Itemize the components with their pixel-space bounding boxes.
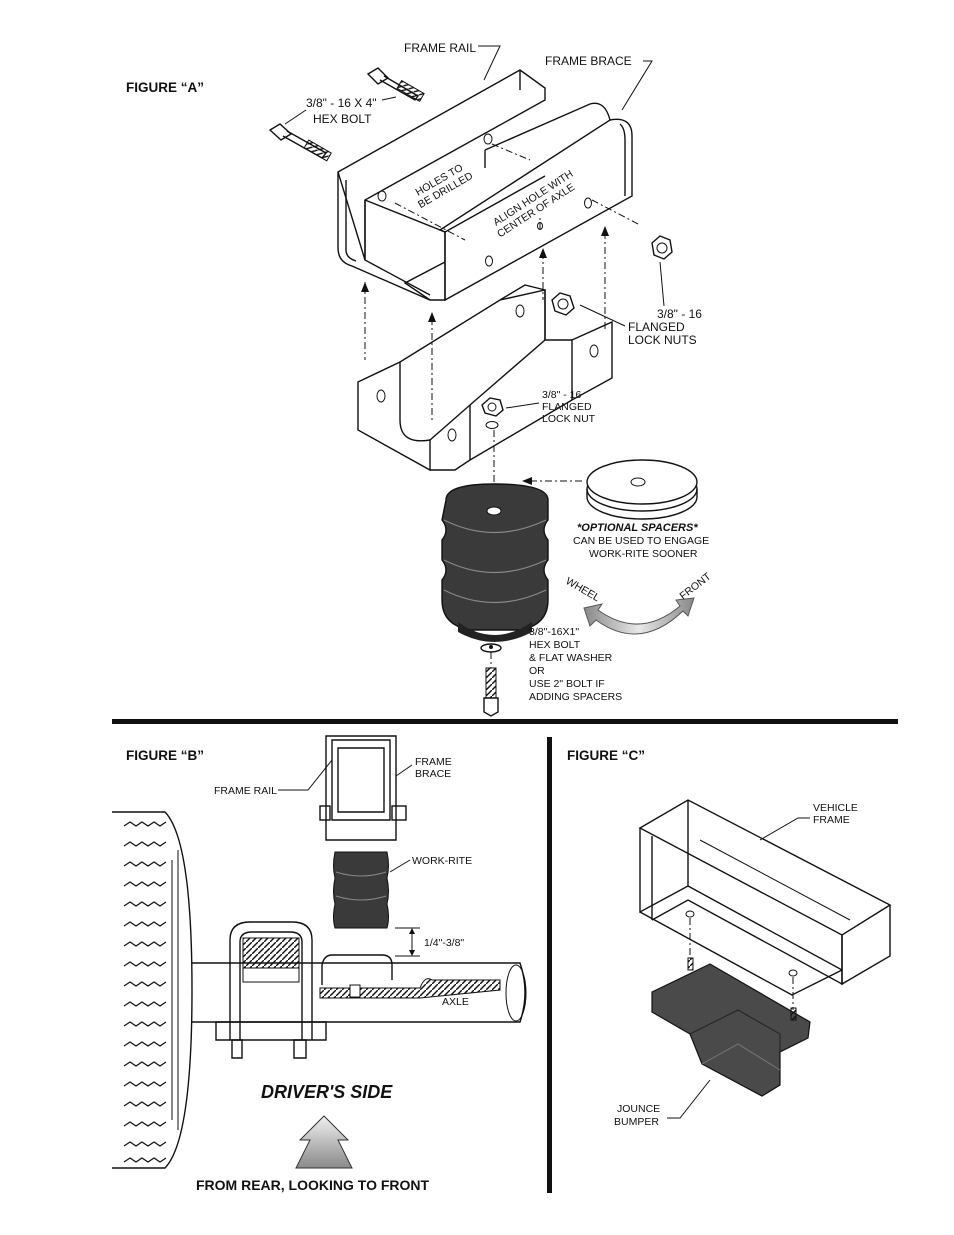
svg-text:FRONT: FRONT (677, 570, 713, 602)
align-hole-note: ALIGN HOLE WITH CENTER OF AXLE (491, 168, 577, 240)
svg-text:WORK-RITE: WORK-RITE (412, 855, 472, 867)
work-rite-bracket (357, 284, 613, 472)
svg-text:JOUNCE: JOUNCE (617, 1103, 660, 1115)
orientation-arrow: WHEEL FRONT (564, 570, 714, 635)
svg-text:3/8" - 16: 3/8" - 16 (542, 389, 581, 401)
optional-spacer-disc (586, 459, 698, 520)
svg-text:3/8"-16X1": 3/8"-16X1" (529, 626, 579, 638)
svg-text:WORK-RITE SOONER: WORK-RITE SOONER (589, 548, 698, 560)
svg-text:BRACE: BRACE (415, 768, 451, 780)
svg-text:LOCK NUTS: LOCK NUTS (628, 333, 697, 347)
frame-section (319, 735, 407, 841)
svg-text:FROM REAR, LOOKING TO FRONT: FROM REAR, LOOKING TO FRONT (196, 1177, 430, 1193)
svg-text:3/8" - 16: 3/8" - 16 (657, 307, 702, 321)
horizontal-divider (112, 719, 898, 724)
svg-text:HEX BOLT: HEX BOLT (529, 639, 581, 651)
hex-bolt-lower (268, 123, 332, 162)
rail-hole-left (377, 190, 387, 202)
lock-nut-middle (551, 292, 575, 316)
tire (112, 811, 193, 1169)
svg-text:1/4"-3/8": 1/4"-3/8" (424, 937, 464, 949)
lock-nut-bottom (481, 397, 504, 429)
rail-hole-right (483, 133, 493, 145)
lock-nut-right (651, 235, 673, 260)
svg-text:FLANGED: FLANGED (628, 320, 685, 334)
svg-text:FIGURE “C”: FIGURE “C” (567, 748, 645, 763)
vertical-divider (547, 737, 552, 1193)
frame-brace-channel (438, 102, 633, 302)
hex-bolt-label-1: 3/8" - 16 X 4" (306, 96, 377, 110)
svg-text:OR: OR (529, 665, 545, 677)
svg-text:& FLAT WASHER: & FLAT WASHER (529, 652, 613, 664)
figure-a-title: FIGURE “A” (126, 80, 204, 95)
svg-text:BUMPER: BUMPER (614, 1116, 659, 1128)
work-rite-stack (333, 851, 389, 929)
svg-text:FRAME: FRAME (813, 814, 850, 826)
drivers-side-label: DRIVER'S SIDE (261, 1082, 393, 1102)
holes-to-be-drilled-note: HOLES TO BE DRILLED (414, 162, 476, 211)
hex-bolt-upper (366, 67, 425, 103)
svg-text:FIGURE “B”: FIGURE “B” (126, 748, 204, 763)
frame-rail-label: FRAME RAIL (404, 41, 476, 55)
svg-text:FRAME: FRAME (415, 756, 452, 768)
up-arrow (295, 1115, 353, 1169)
figure-c: FIGURE “C” VEHICLE FRAME JOUNCE BUMPER (567, 748, 892, 1128)
svg-text:USE 2" BOLT IF: USE 2" BOLT IF (529, 678, 605, 690)
axle-pad (321, 954, 393, 985)
hex-bolt-label-2: HEX BOLT (313, 112, 372, 126)
svg-text:FLANGED: FLANGED (542, 401, 592, 413)
svg-text:*OPTIONAL SPACERS*: *OPTIONAL SPACERS* (577, 522, 698, 534)
figure-a: FIGURE “A” HOLES TO BE DRILLED (126, 41, 714, 717)
svg-text:FRAME RAIL: FRAME RAIL (214, 785, 277, 797)
u-bolt-assembly (215, 921, 327, 1059)
svg-text:AXLE: AXLE (442, 996, 469, 1008)
frame-brace-label: FRAME BRACE (545, 54, 632, 68)
jounce-bumper (651, 957, 811, 1097)
svg-text:ADDING SPACERS: ADDING SPACERS (529, 691, 622, 703)
vehicle-frame (638, 799, 892, 1010)
work-rite-bellows (441, 483, 549, 642)
axle: AXLE (192, 962, 527, 1023)
svg-text:WHEEL: WHEEL (564, 575, 602, 604)
svg-text:VEHICLE: VEHICLE (813, 802, 858, 814)
figure-b: FIGURE “B” (112, 735, 527, 1193)
bottom-hex-bolt (480, 643, 502, 717)
svg-text:CAN BE USED TO ENGAGE: CAN BE USED TO ENGAGE (573, 535, 709, 547)
svg-text:LOCK NUT: LOCK NUT (542, 413, 596, 425)
